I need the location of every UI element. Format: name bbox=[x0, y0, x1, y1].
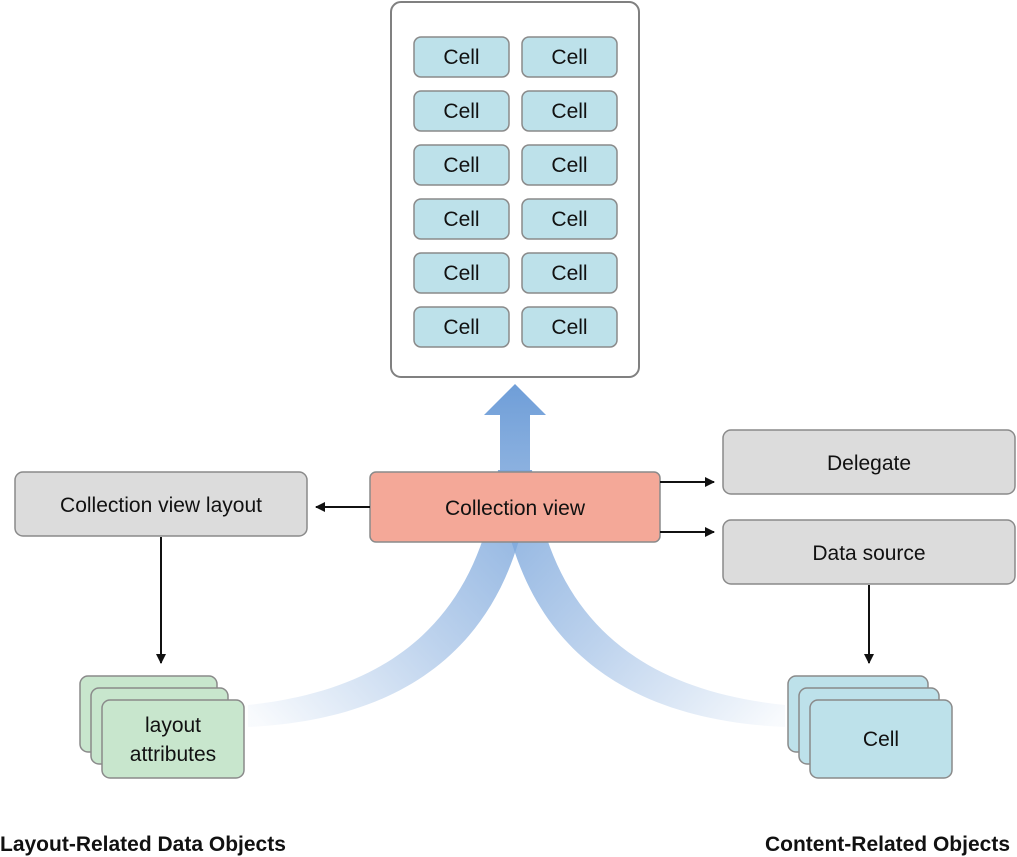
device-cell-label: Cell bbox=[443, 154, 479, 177]
delegate-box bbox=[722, 429, 1016, 495]
device-cell-box bbox=[413, 90, 510, 132]
device-cell-label: Cell bbox=[443, 208, 479, 231]
device-cell-label: Cell bbox=[443, 262, 479, 285]
device-cell: Cell bbox=[521, 198, 618, 240]
layout-attributes-box bbox=[101, 699, 245, 779]
device-cell-label: Cell bbox=[551, 316, 587, 339]
device-cell-label: Cell bbox=[551, 262, 587, 285]
device-cell: Cell bbox=[521, 252, 618, 294]
cell-stack-box bbox=[809, 699, 953, 779]
layout-attributes-label-line1: layout bbox=[145, 714, 201, 737]
layout-attributes-label-line2: attributes bbox=[130, 743, 216, 766]
device-cell-box bbox=[413, 198, 510, 240]
device-cell-label: Cell bbox=[551, 208, 587, 231]
device-cell-box bbox=[521, 36, 618, 78]
device-cell-label: Cell bbox=[443, 100, 479, 123]
device-cell-box bbox=[413, 252, 510, 294]
device-cell-label: Cell bbox=[443, 46, 479, 69]
collection-view-label: Collection view bbox=[445, 497, 586, 520]
device-cell-box bbox=[521, 144, 618, 186]
device-cell: Cell bbox=[521, 36, 618, 78]
device-cell-label: Cell bbox=[551, 100, 587, 123]
device-cell-box bbox=[413, 144, 510, 186]
device-cell: Cell bbox=[413, 252, 510, 294]
collection-view-layout-label: Collection view layout bbox=[60, 494, 262, 517]
device-cell-box bbox=[521, 198, 618, 240]
device-cell: Cell bbox=[413, 90, 510, 132]
device-cell-box bbox=[521, 90, 618, 132]
device-cell: Cell bbox=[413, 144, 510, 186]
device-cell-label: Cell bbox=[551, 154, 587, 177]
delegate-label: Delegate bbox=[827, 452, 911, 475]
device-cell-label: Cell bbox=[443, 316, 479, 339]
device-cell: Cell bbox=[413, 306, 510, 348]
layout-related-caption: Layout-Related Data Objects bbox=[0, 833, 286, 856]
data-source-label: Data source bbox=[812, 542, 925, 565]
content-related-caption: Content-Related Objects bbox=[765, 833, 1010, 856]
device-cell: Cell bbox=[521, 306, 618, 348]
device-cell-box bbox=[413, 36, 510, 78]
collection-view-layout-box bbox=[14, 471, 308, 537]
device-cell: Cell bbox=[413, 198, 510, 240]
upward-flow-arrow bbox=[484, 384, 546, 475]
device-cell: Cell bbox=[521, 144, 618, 186]
device-cell: Cell bbox=[413, 36, 510, 78]
device-cell-box bbox=[413, 306, 510, 348]
device-cell: Cell bbox=[521, 90, 618, 132]
device-cell-box bbox=[521, 306, 618, 348]
device-cell-box bbox=[521, 252, 618, 294]
cell-stack-label: Cell bbox=[863, 728, 899, 751]
data-source-box bbox=[722, 519, 1016, 585]
device-cell-label: Cell bbox=[551, 46, 587, 69]
